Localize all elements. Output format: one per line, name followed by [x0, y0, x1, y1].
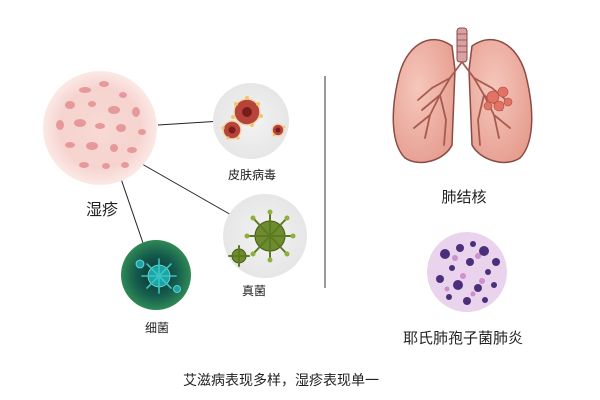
fungus-label: 真菌 — [241, 284, 267, 298]
line-to-fungus — [134, 159, 241, 221]
tb-label: 肺结核 — [441, 188, 487, 206]
skin-virus-label: 皮肤病毒 — [227, 168, 277, 182]
bacteria-label: 细菌 — [144, 321, 170, 335]
bacteria-icon — [121, 240, 191, 310]
eczema-label: 湿疹 — [85, 200, 119, 219]
line-to-virus — [157, 120, 223, 126]
skin-virus-icon — [213, 83, 289, 159]
pcp-cells-icon — [427, 232, 507, 312]
lung-icon — [392, 27, 533, 164]
pcp-label: 耶氏肺孢子菌肺炎 — [402, 329, 524, 347]
connector-lines — [117, 120, 241, 244]
fungus-icon — [223, 194, 307, 278]
eczema-skin-icon — [43, 71, 157, 185]
line-to-bacteria — [117, 169, 144, 244]
caption: 艾滋病表现多样，湿疹表现单一 — [183, 373, 379, 389]
